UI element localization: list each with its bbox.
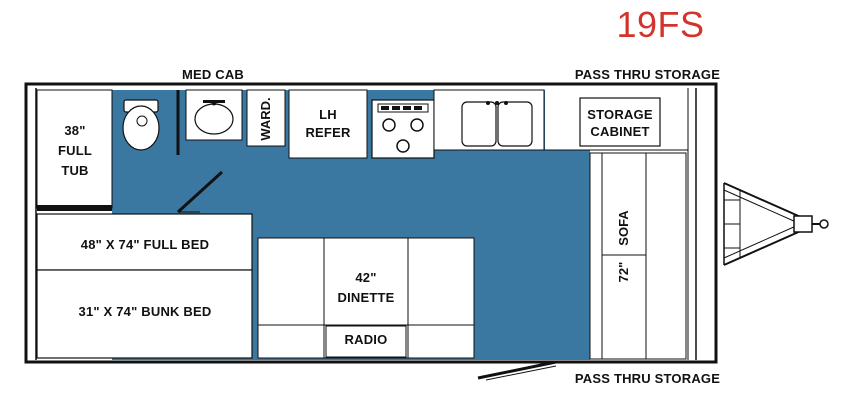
kitchen-sink-left — [461, 101, 497, 147]
stove-knob-4 — [414, 106, 422, 110]
kitchen-faucet-3 — [504, 101, 508, 105]
full-bed — [36, 213, 253, 271]
burner-2 — [410, 118, 424, 132]
dinette-bench-right — [407, 237, 475, 359]
sofa-size-label: 72" — [616, 261, 631, 283]
model-name: 19FS — [616, 4, 705, 45]
bath-sink-bowl — [194, 103, 234, 135]
refrigerator — [288, 89, 368, 159]
full-bed-label: 48" X 74" FULL BED — [80, 237, 210, 252]
kitchen-faucet-1 — [486, 101, 490, 105]
wardrobe — [246, 89, 286, 147]
hitch-top-inner — [723, 189, 797, 223]
hitch-ball — [819, 219, 829, 229]
exterior-wall — [24, 82, 718, 364]
dinette-label-1: 42" — [355, 270, 377, 285]
med-cab-label: MED CAB — [181, 67, 245, 82]
stove-knob-3 — [403, 106, 411, 110]
radio-label: RADIO — [344, 332, 388, 347]
storage-label-1: STORAGE — [587, 107, 653, 122]
toilet-seat — [136, 115, 148, 127]
hitch-bottom-inner — [723, 225, 797, 259]
kitchen-sink-right — [497, 101, 533, 147]
bunk-bed — [36, 269, 253, 359]
sofa-label: SOFA — [616, 210, 631, 246]
tub-label-2: FULL — [57, 143, 92, 158]
bath-faucet-bar — [203, 100, 225, 103]
stove-knob-1 — [381, 106, 389, 110]
toilet-bowl — [122, 105, 160, 151]
burner-1 — [382, 118, 396, 132]
hitch-coupler — [793, 215, 813, 233]
tub-label-3: TUB — [61, 163, 89, 178]
bunk-bed-label: 31" X 74" BUNK BED — [78, 304, 212, 319]
tub-label-1: 38" — [64, 123, 86, 138]
sofa-back — [645, 152, 687, 360]
refer-label-1: LH — [319, 107, 337, 122]
kitchen-faucet-2 — [495, 101, 499, 105]
storage-cabinet — [579, 97, 661, 147]
stove-knob-2 — [392, 106, 400, 110]
radio-box — [325, 325, 407, 358]
bath-door — [176, 170, 224, 214]
entry-door-swing — [485, 365, 557, 381]
refer-label-2: REFER — [305, 125, 351, 140]
entry-door — [477, 360, 557, 380]
pass-thru-top-label: PASS THRU STORAGE — [574, 67, 721, 82]
storage-label-2: CABINET — [590, 124, 650, 139]
wardrobe-label: WARD. — [258, 97, 273, 141]
pass-thru-bottom-label: PASS THRU STORAGE — [574, 371, 721, 386]
dinette-bench-left — [257, 237, 325, 359]
dinette-label-2: DINETTE — [337, 290, 395, 305]
burner-3 — [396, 139, 410, 153]
